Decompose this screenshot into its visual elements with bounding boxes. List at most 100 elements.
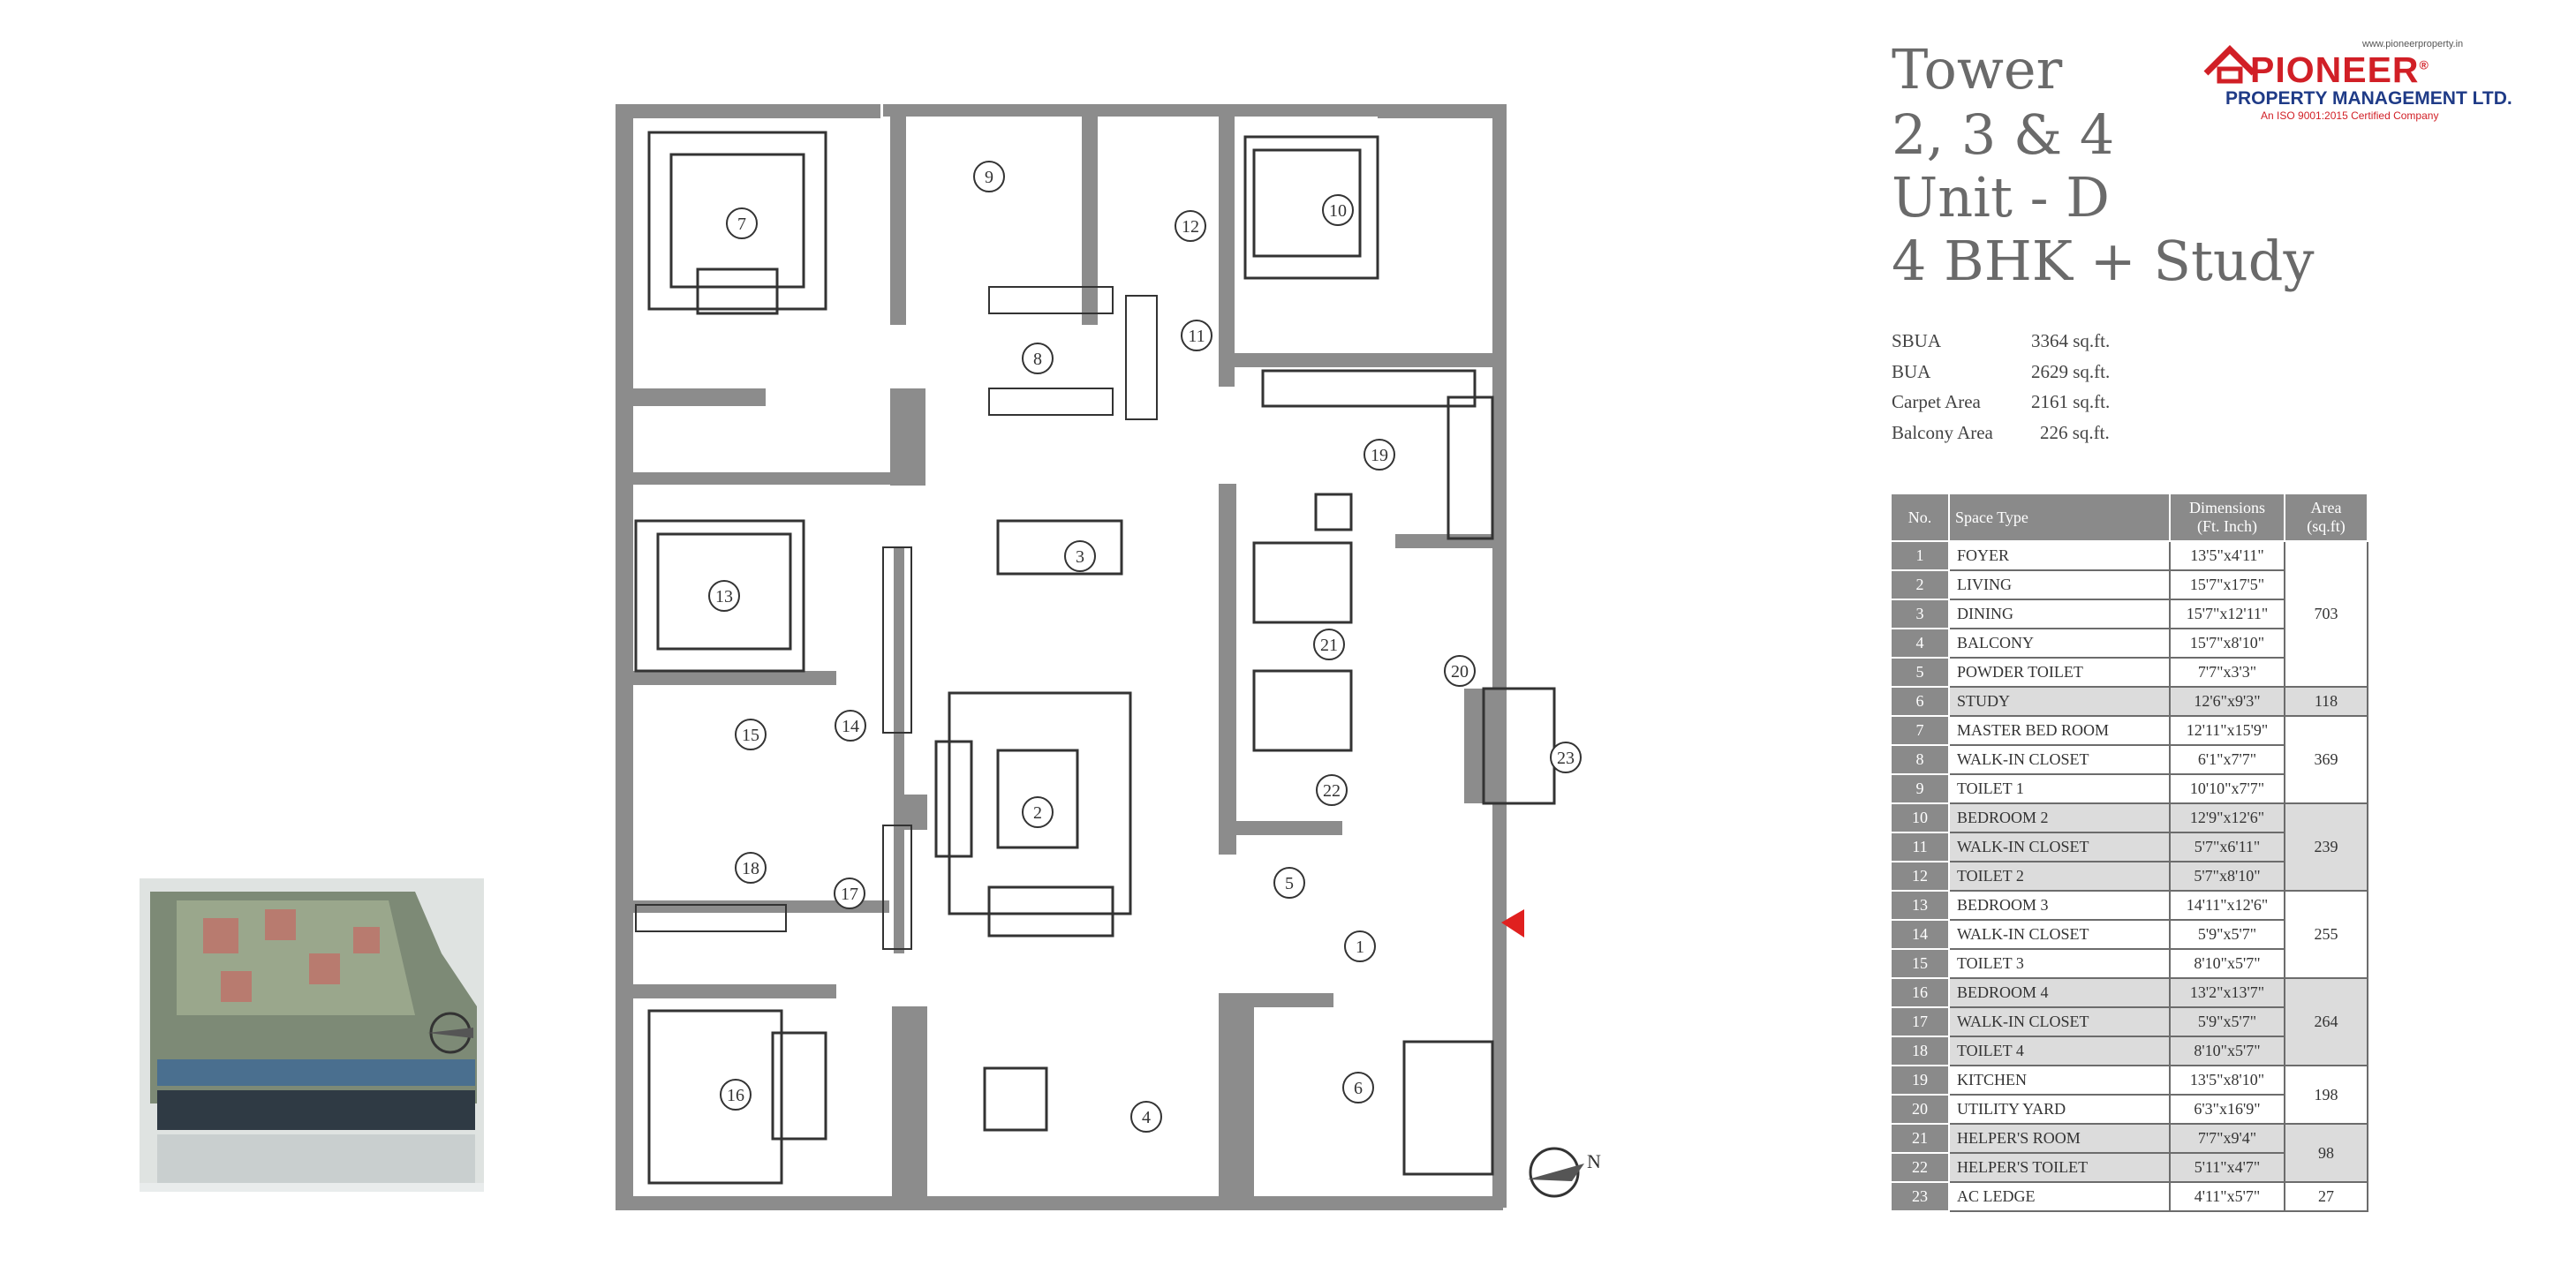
logo-certification: An ISO 9001:2015 Certified Company — [2261, 109, 2439, 122]
row-number: 7 — [1890, 715, 1950, 746]
row-dimensions: 12'6"x9'3" — [2169, 686, 2285, 717]
row-number: 23 — [1890, 1181, 1950, 1212]
room-number-circle — [720, 1079, 752, 1111]
row-space-type: TOILET 3 — [1948, 948, 2171, 979]
room-number-circle — [834, 877, 865, 909]
title-towers: 2, 3 & 4 — [1892, 102, 2115, 167]
row-number: 1 — [1890, 540, 1950, 571]
room-number-label: 1 — [1356, 938, 1364, 957]
row-dimensions: 8'10"x5'7" — [2169, 948, 2285, 979]
room-number-label: 23 — [1557, 749, 1575, 768]
row-dimensions: 8'10"x5'7" — [2169, 1036, 2285, 1066]
title-unit: Unit - D — [1892, 165, 2111, 230]
row-area: 264 — [2284, 977, 2368, 1066]
room-number-circle — [1273, 867, 1305, 899]
room-number-label: 8 — [1033, 350, 1042, 369]
row-dimensions: 6'3"x16'9" — [2169, 1094, 2285, 1125]
room-number-circle — [1313, 629, 1345, 660]
room-number-label: 19 — [1371, 446, 1388, 465]
row-dimensions: 5'9"x5'7" — [2169, 919, 2285, 950]
room-number-circle — [1344, 930, 1376, 962]
room-number-label: 18 — [742, 859, 759, 878]
row-dimensions: 14'11"x12'6" — [2169, 890, 2285, 921]
row-number: 15 — [1890, 948, 1950, 979]
row-space-type: MASTER BED ROOM — [1948, 715, 2171, 746]
row-space-type: WALK-IN CLOSET — [1948, 744, 2171, 775]
room-number-circle — [1130, 1101, 1162, 1133]
row-number: 2 — [1890, 569, 1950, 600]
room-number-circle — [735, 719, 767, 750]
row-space-type: AC LEDGE — [1948, 1181, 2171, 1212]
north-compass-icon — [1528, 1147, 1584, 1198]
closet-shelving — [635, 286, 1158, 950]
room-number-label: 5 — [1285, 874, 1294, 893]
row-area: 703 — [2284, 540, 2368, 688]
row-space-type: TOILET 4 — [1948, 1036, 2171, 1066]
room-number-circle — [1064, 540, 1096, 572]
room-number-circle — [1175, 210, 1206, 242]
row-space-type: DINING — [1948, 599, 2171, 629]
row-number: 21 — [1890, 1123, 1950, 1154]
site-compass-icon — [427, 1012, 473, 1054]
title-config: 4 BHK + Study — [1892, 229, 2315, 293]
room-number-label: 6 — [1354, 1079, 1363, 1098]
room-number-label: 11 — [1188, 327, 1205, 346]
logo-name: PIONEER® — [2250, 49, 2429, 90]
room-number-label: 12 — [1182, 217, 1199, 237]
row-dimensions: 7'7"x3'3" — [2169, 657, 2285, 688]
row-number: 19 — [1890, 1065, 1950, 1096]
room-number-label: 17 — [841, 885, 858, 904]
row-space-type: BALCONY — [1948, 628, 2171, 659]
room-number-circle — [1322, 194, 1354, 226]
row-number: 14 — [1890, 919, 1950, 950]
row-number: 3 — [1890, 599, 1950, 629]
row-dimensions: 13'5"x8'10" — [2169, 1065, 2285, 1096]
room-number-label: 20 — [1451, 662, 1469, 682]
row-space-type: WALK-IN CLOSET — [1948, 919, 2171, 950]
room-number-circle — [1181, 320, 1212, 351]
room-number-label: 16 — [727, 1086, 744, 1105]
outer-walls — [616, 104, 1507, 1210]
furniture — [634, 131, 1556, 1185]
room-number-label: 9 — [985, 168, 993, 187]
row-dimensions: 15'7"x12'11" — [2169, 599, 2285, 629]
room-number-circle — [726, 207, 758, 239]
row-dimensions: 5'7"x8'10" — [2169, 861, 2285, 892]
row-space-type: FOYER — [1948, 540, 2171, 571]
header-area: Area(sq.ft) — [2284, 493, 2368, 542]
header-no: No. — [1890, 493, 1950, 542]
entry-marker-icon — [1501, 909, 1524, 938]
row-number: 11 — [1890, 832, 1950, 862]
logo-subtitle: PROPERTY MANAGEMENT LTD. — [2225, 88, 2512, 109]
room-number-circle — [973, 161, 1005, 192]
room-number-circle — [1444, 655, 1476, 687]
row-number: 10 — [1890, 802, 1950, 833]
row-space-type: BEDROOM 3 — [1948, 890, 2171, 921]
row-dimensions: 10'10"x7'7" — [2169, 773, 2285, 804]
row-number: 6 — [1890, 686, 1950, 717]
interior-walls — [616, 104, 1501, 1209]
room-number-circle — [1550, 742, 1582, 773]
